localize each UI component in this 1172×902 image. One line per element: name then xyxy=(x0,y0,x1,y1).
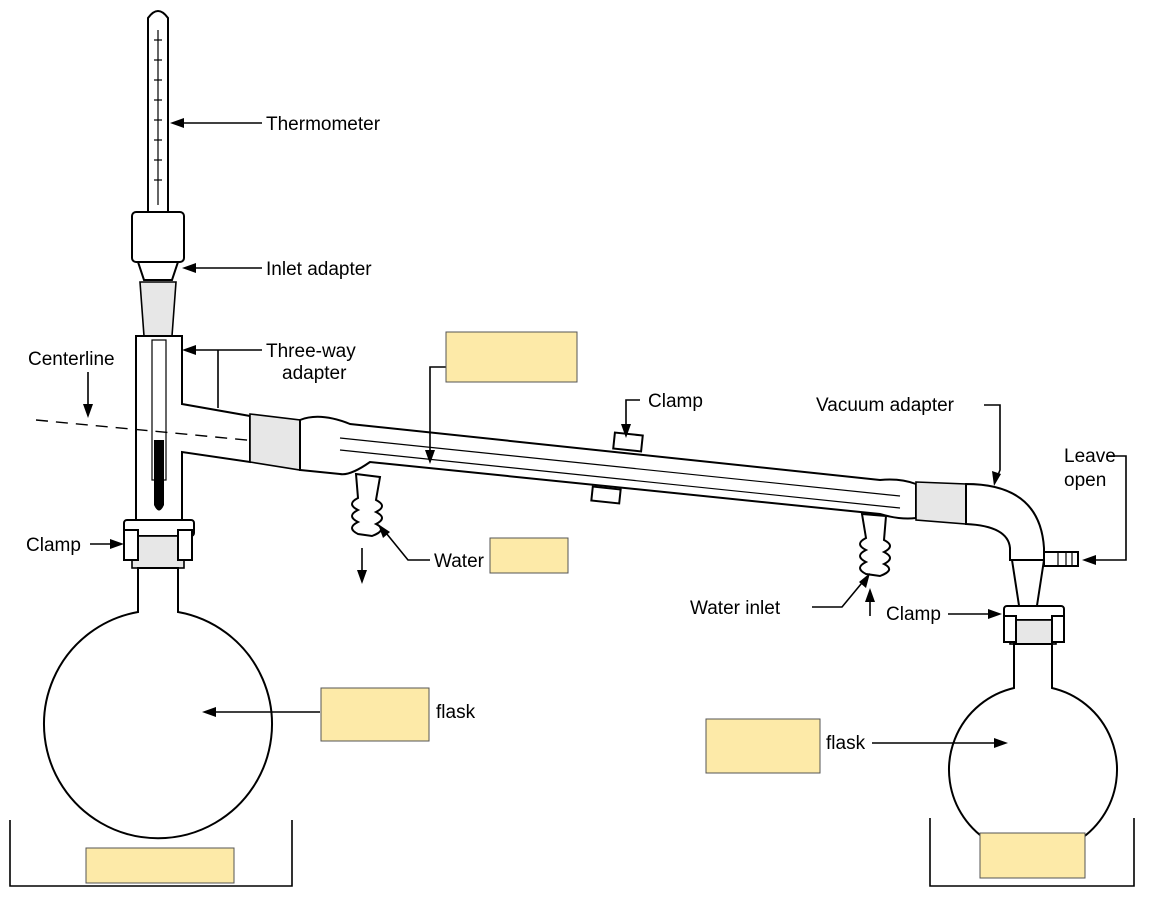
distilling-flask xyxy=(43,567,273,840)
receiving-flask xyxy=(948,643,1118,855)
ground-joint-top xyxy=(139,281,177,337)
clamp-left xyxy=(123,519,195,569)
label-vacuum-adapter: Vacuum adapter xyxy=(816,395,955,416)
water-outlet-answer-box[interactable] xyxy=(489,537,569,574)
vacuum-adapter xyxy=(915,481,1079,613)
label-clamp-left: Clamp xyxy=(26,535,81,556)
condenser-answer-box[interactable] xyxy=(445,331,578,383)
heat-bath-left xyxy=(9,820,293,887)
label-leave-open-1: Leave xyxy=(1064,446,1116,467)
label-three-way-2: adapter xyxy=(282,363,347,384)
clamp-right xyxy=(1003,605,1065,645)
label-leave-open-2: open xyxy=(1064,470,1106,491)
inlet-adapter xyxy=(131,211,185,281)
label-clamp-condenser: Clamp xyxy=(648,391,703,412)
distilling-flask-answer-box[interactable] xyxy=(320,687,430,742)
three-way-adapter xyxy=(135,335,251,521)
condenser xyxy=(249,413,917,578)
ice-bath-right xyxy=(929,818,1135,887)
label-water-outlet: Water xyxy=(434,551,485,572)
receiving-flask-answer-box[interactable] xyxy=(705,718,821,774)
ice-bath-answer-box[interactable] xyxy=(979,832,1086,879)
label-centerline: Centerline xyxy=(28,349,115,370)
label-flask-right: flask xyxy=(826,733,866,754)
label-water-inlet: Water inlet xyxy=(690,598,781,619)
heat-source-answer-box[interactable] xyxy=(85,847,235,884)
label-thermometer: Thermometer xyxy=(266,114,381,135)
thermometer xyxy=(147,10,169,213)
label-three-way-1: Three-way xyxy=(266,341,356,362)
label-clamp-right: Clamp xyxy=(886,604,941,625)
label-flask-left: flask xyxy=(436,702,476,723)
label-inlet-adapter: Inlet adapter xyxy=(266,259,372,280)
